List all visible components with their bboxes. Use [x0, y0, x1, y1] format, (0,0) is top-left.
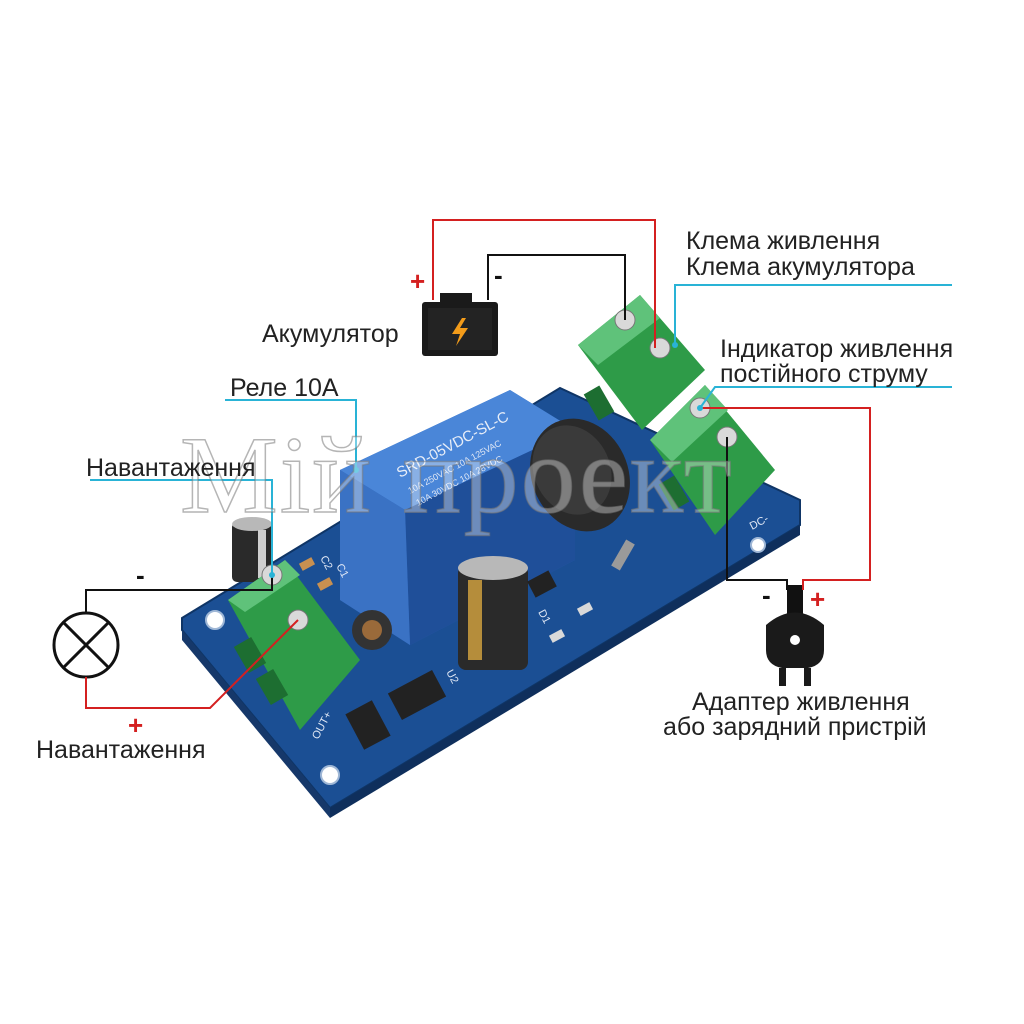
buzzer — [530, 418, 630, 532]
wire-load-plus — [85, 619, 299, 709]
silk-u2: U2 — [443, 668, 460, 686]
silk-d1: D1 — [535, 608, 552, 626]
terminal-block-battery — [578, 295, 705, 430]
adapter-minus-sign: - — [762, 580, 771, 610]
lamp-icon — [52, 611, 120, 679]
label-dc-indicator-line2: постійного струму — [720, 360, 928, 388]
label-relay: Реле 10A — [230, 374, 339, 402]
silk-c2: C2 — [317, 554, 334, 572]
label-dc-indicator-line1: Індикатор живлення — [720, 335, 954, 363]
wires — [85, 219, 871, 709]
wire-battery-minus — [487, 254, 626, 320]
power-plug-icon — [766, 585, 824, 686]
wire-adapter-plus — [700, 407, 871, 590]
label-load-top: Навантаження — [86, 454, 256, 482]
battery-minus-sign: - — [494, 260, 503, 290]
watermark: Мій проект — [179, 414, 734, 536]
ic-chip — [387, 670, 447, 720]
adapter-plus-sign: + — [810, 584, 826, 614]
silk-c1: C1 — [333, 562, 350, 580]
load-plus-sign: + — [128, 710, 144, 740]
wire-adapter-minus — [726, 437, 788, 590]
label-battery: Акумулятор — [262, 320, 399, 348]
battery-icon — [422, 293, 498, 356]
label-battery-terminal: Клема акумулятора — [686, 253, 915, 281]
label-power-terminal: Клема живлення — [686, 227, 881, 255]
leader-lines — [90, 284, 952, 575]
smd-component — [527, 570, 557, 598]
wire-battery-plus — [432, 219, 656, 348]
electrolytic-capacitor-small — [232, 517, 272, 582]
electrolytic-capacitor-large — [458, 556, 528, 670]
label-load-bottom: Навантаження — [36, 736, 206, 764]
wire-load-minus — [85, 575, 273, 613]
diode — [345, 700, 391, 750]
battery-plus-sign: + — [410, 266, 426, 296]
label-adapter-line1: Адаптер живлення — [692, 688, 910, 716]
load-minus-sign: - — [136, 560, 145, 590]
label-adapter-line2: або зарядний пристрій — [663, 713, 927, 741]
